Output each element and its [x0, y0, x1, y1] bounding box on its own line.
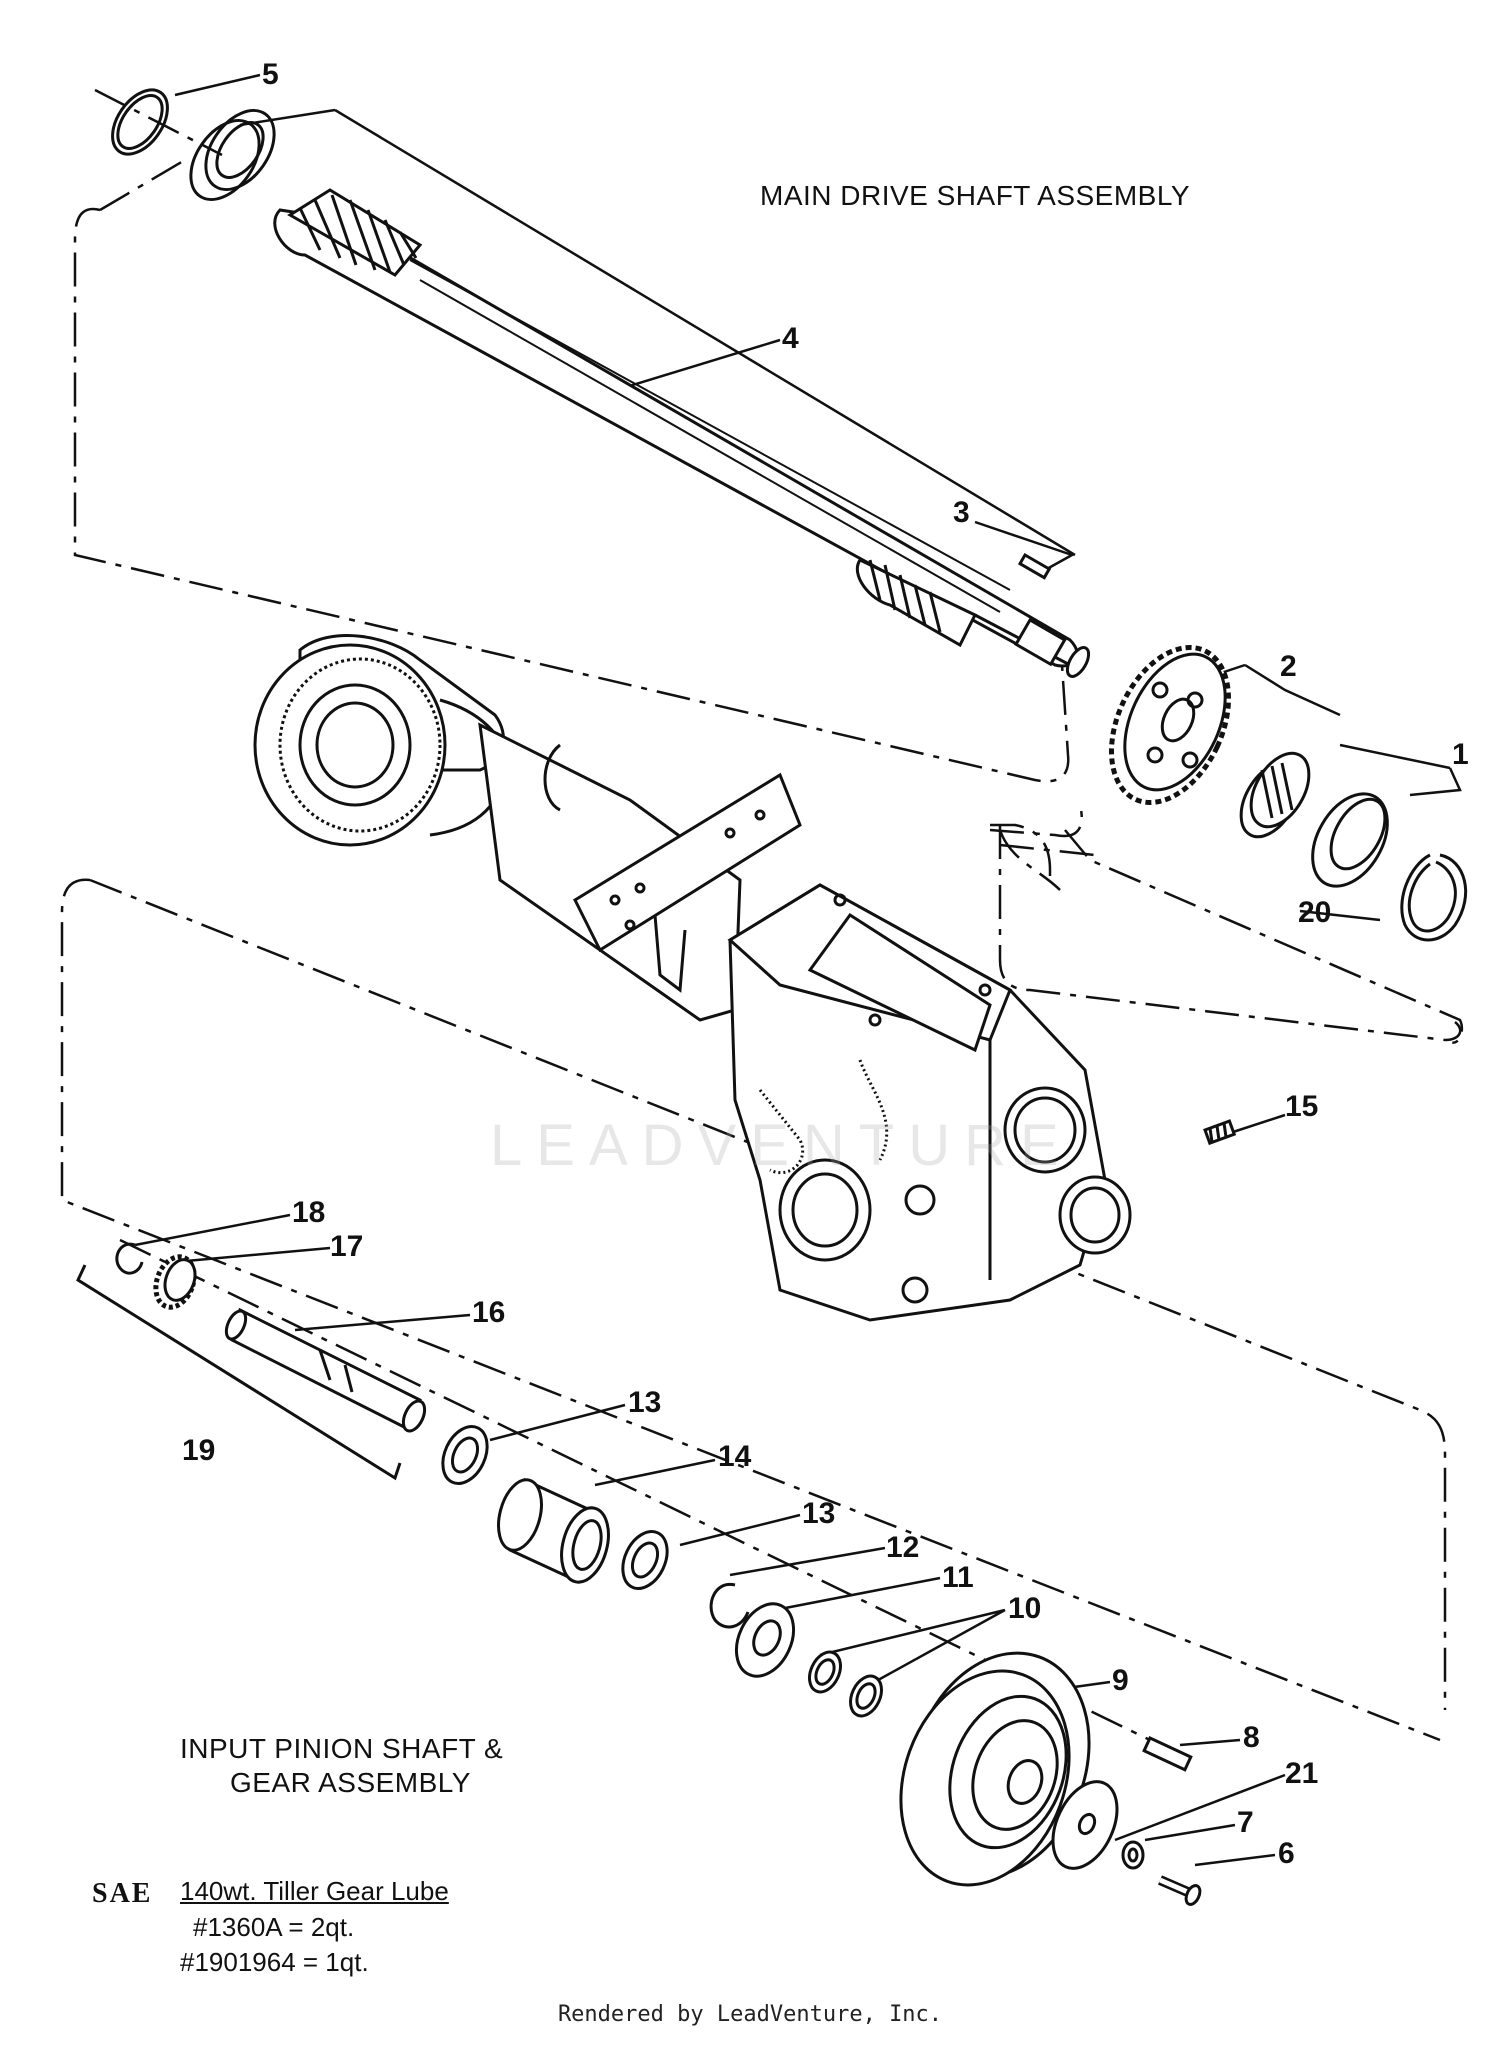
set-screw-part-15 — [1203, 1119, 1237, 1146]
callout-3: 3 — [953, 496, 970, 529]
callout-12: 12 — [886, 1531, 919, 1564]
bearing-cone-part-1 — [1239, 751, 1311, 839]
shim-washer-part-10a — [808, 1650, 842, 1694]
bushing-part-14 — [497, 1477, 610, 1584]
lube-prefix-sae: SAE — [92, 1878, 153, 1909]
bolt-part-6 — [1158, 1875, 1202, 1906]
shim-washer-part-10b — [849, 1674, 883, 1718]
retaining-ring-part-18 — [115, 1242, 144, 1275]
callout-numbers: 5 4 3 2 1 20 15 18 17 16 19 13 14 13 12 … — [182, 58, 1469, 1870]
key-part-3 — [1017, 552, 1052, 580]
snap-ring-part-20 — [1400, 853, 1468, 942]
callout-15: 15 — [1285, 1090, 1318, 1123]
bearing-cup-part-5 — [189, 109, 276, 201]
pulley-key-part-8 — [1142, 1736, 1193, 1772]
gear-case-housing — [727, 883, 1132, 1322]
callout-16: 16 — [472, 1296, 505, 1329]
watermark: LEADVENTURE — [490, 1113, 1073, 1178]
thrust-washer-part-13 — [441, 1425, 489, 1485]
ball-bearing-part-11 — [734, 1602, 796, 1678]
spur-gear-part-2 — [1109, 645, 1231, 805]
input-assembly-title-line2: GEAR ASSEMBLY — [230, 1767, 471, 1798]
callout-1: 1 — [1452, 738, 1469, 771]
main-assembly-title: MAIN DRIVE SHAFT ASSEMBLY — [760, 180, 1191, 211]
snap-ring-part-12 — [709, 1582, 750, 1629]
upper-dashed-frame — [73, 88, 1464, 1044]
callout-8: 8 — [1243, 1721, 1260, 1754]
callout-10: 10 — [1008, 1592, 1041, 1625]
callout-5: 5 — [262, 58, 279, 91]
callout-20: 20 — [1298, 896, 1331, 929]
callout-2: 2 — [1280, 650, 1297, 683]
lube-product: 140wt. Tiller Gear Lube — [180, 1876, 449, 1906]
callout-17: 17 — [330, 1230, 363, 1263]
lube-quantity-1: #1360A = 2qt. — [193, 1912, 355, 1942]
thrust-washer-part-13b — [621, 1530, 669, 1590]
callout-21: 21 — [1285, 1757, 1318, 1790]
axle-housing-tube — [253, 634, 742, 1022]
callout-9: 9 — [1112, 1664, 1129, 1697]
pinion-gear-part-17 — [153, 1254, 197, 1310]
pulley-washer-part-21 — [1051, 1780, 1119, 1870]
mounting-bracket — [573, 772, 802, 993]
callout-13: 13 — [628, 1386, 661, 1419]
input-pulley-part-9 — [899, 1651, 1091, 1887]
lube-quantity-2: #1901964 = 1qt. — [180, 1947, 369, 1977]
callout-4: 4 — [782, 322, 799, 355]
callout-13b: 13 — [802, 1497, 835, 1530]
main-drive-shaft-part-4 — [273, 188, 1091, 678]
input-assembly-title-line1: INPUT PINION SHAFT & — [180, 1733, 504, 1764]
lower-dashed-frame — [60, 843, 1447, 1742]
lock-washer-part-7 — [1121, 1840, 1145, 1870]
callout-18: 18 — [292, 1196, 325, 1229]
assembly-bracket-part-19 — [76, 1264, 402, 1481]
footer-credit: Rendered by LeadVenture, Inc. — [557, 2002, 943, 2027]
snap-ring-part-5 — [111, 88, 169, 156]
bearing-cup-part-1 — [1311, 792, 1389, 888]
callout-6: 6 — [1278, 1837, 1295, 1870]
callout-11: 11 — [942, 1561, 974, 1594]
callout-19: 19 — [182, 1434, 215, 1467]
callout-7: 7 — [1237, 1806, 1254, 1839]
input-shaft-part-16 — [224, 1307, 427, 1433]
callout-14: 14 — [718, 1440, 752, 1473]
